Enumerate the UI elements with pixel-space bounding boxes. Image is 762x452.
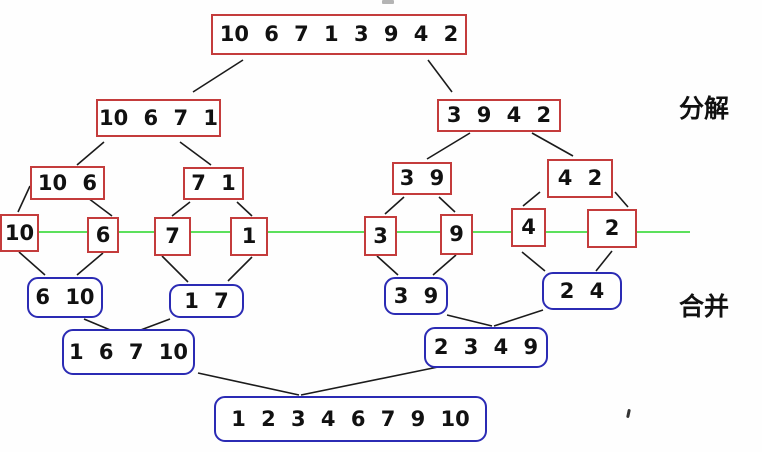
split-leaf-box-2: 2	[587, 209, 637, 248]
merge-level2-right-box: 2 3 4 9	[424, 327, 548, 368]
stray-tick-mark	[626, 408, 631, 419]
split-level1-right-box: 3 9 4 2	[437, 99, 561, 132]
split-leaf-box-10: 10	[0, 214, 39, 252]
split-root-box: 10 6 7 1 3 9 4 2	[211, 14, 467, 55]
split-phase-label: 分解	[679, 94, 730, 123]
merge-level1-box-3-9: 3 9	[384, 277, 448, 315]
split-level2-box-10-6: 10 6	[30, 166, 105, 200]
merge-level1-box-6-10: 6 10	[27, 277, 103, 318]
split-level2-box-4-2: 4 2	[547, 159, 613, 198]
split-leaf-box-6: 6	[87, 217, 119, 253]
split-level2-box-3-9: 3 9	[392, 162, 452, 195]
cropped-text-smudge	[382, 0, 394, 4]
split-leaf-box-7: 7	[154, 217, 191, 256]
merge-level1-box-2-4: 2 4	[542, 272, 622, 310]
split-level2-box-7-1: 7 1	[183, 167, 244, 200]
split-leaf-box-4: 4	[511, 208, 546, 247]
merge-phase-label: 合并	[679, 292, 730, 321]
split-leaf-box-3: 3	[364, 216, 397, 256]
split-leaf-box-1: 1	[230, 217, 268, 256]
phase-divider-line	[0, 231, 690, 233]
merge-root-box: 1 2 3 4 6 7 9 10	[214, 396, 487, 442]
merge-level1-box-1-7: 1 7	[169, 284, 244, 318]
split-leaf-box-9: 9	[440, 214, 473, 255]
split-level1-left-box: 10 6 7 1	[96, 99, 221, 137]
merge-level2-left-box: 1 6 7 10	[62, 329, 195, 375]
